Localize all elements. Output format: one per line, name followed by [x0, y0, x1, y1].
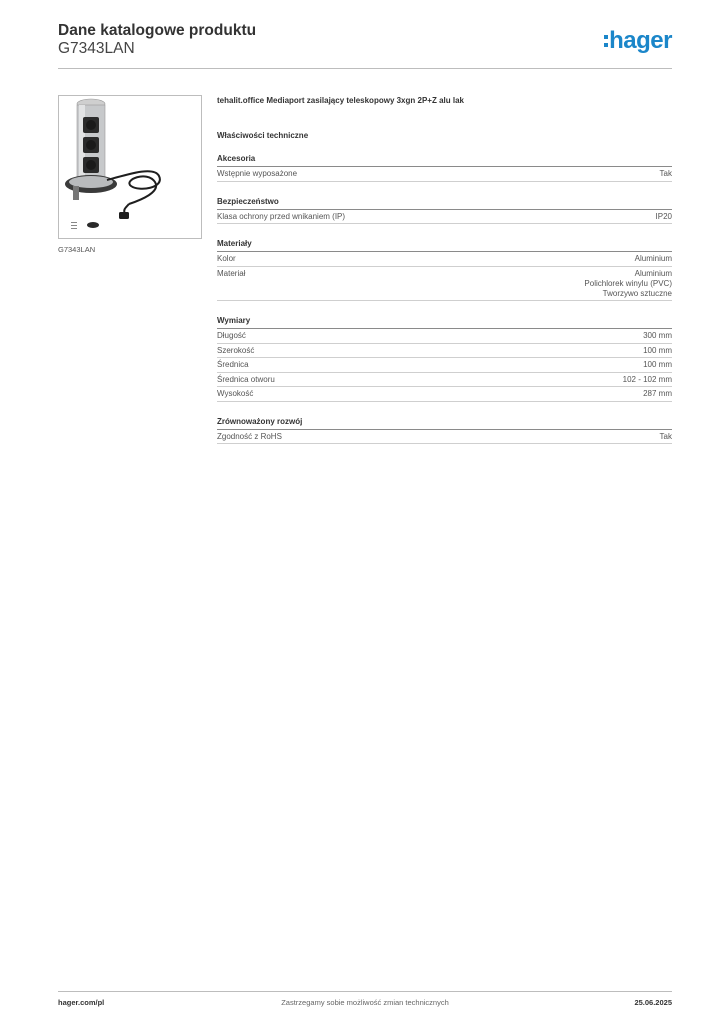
section-title: Zrównoważony rozwój [217, 417, 672, 430]
spec-value: Tak [660, 169, 672, 179]
page-footer: hager.com/pl Zastrzegamy sobie możliwość… [58, 998, 672, 1010]
footer-notice: Zastrzegamy sobie możliwość zmian techni… [281, 998, 449, 1007]
spec-label: Wysokość [217, 389, 254, 398]
spec-label: Kolor [217, 254, 236, 263]
spec-row: Średnica otworu 102 - 102 mm [217, 373, 672, 387]
spec-value-line: Tworzywo sztuczne [602, 288, 672, 298]
spec-value: IP20 [656, 212, 672, 222]
spec-value-line: Aluminium [634, 254, 672, 263]
spec-row: Średnica 100 mm [217, 358, 672, 373]
spec-row: Zgodność z RoHS Tak [217, 430, 672, 444]
spec-value: Tak [660, 432, 672, 442]
spec-value: 102 - 102 mm [623, 375, 672, 385]
spec-value-line: 100 mm [643, 360, 672, 369]
spec-row: Długość 300 mm [217, 329, 672, 344]
section-title: Materiały [217, 239, 672, 252]
product-image [58, 95, 202, 239]
spec-value: 300 mm [643, 331, 672, 341]
spec-value-line: Aluminium [634, 268, 672, 278]
spec-label: Szerokość [217, 345, 255, 355]
spec-label: Wstępnie wyposażone [217, 169, 298, 178]
spec-value: Aluminium [635, 254, 672, 264]
spec-value-line: 100 mm [643, 345, 672, 355]
product-description: tehalit.office Mediaport zasilający tele… [217, 96, 464, 105]
spec-value-line: Polichlorek winylu (PVC) [584, 278, 672, 288]
spec-label: Klasa ochrony przed wnikaniem (IP) [217, 211, 346, 221]
spec-label: Zgodność z RoHS [217, 431, 282, 441]
header-divider [58, 68, 672, 69]
logo-text: hager [609, 27, 672, 54]
spec-value-line: Tak [659, 431, 672, 441]
spec-label: Średnica [217, 360, 249, 369]
spec-value-line: 287 mm [643, 389, 672, 398]
section-title: Bezpieczeństwo [217, 197, 672, 210]
spec-value-line: Tak [659, 169, 672, 178]
spec-row: Kolor Aluminium [217, 252, 672, 267]
spec-value: 100 mm [643, 346, 672, 356]
tech-properties-heading: Właściwości techniczne [217, 131, 309, 140]
footer-date: 25.06.2025 [634, 998, 672, 1007]
page-header: Dane katalogowe produktu G7343LAN hager [58, 22, 672, 68]
spec-value: 287 mm [643, 389, 672, 399]
spec-value-line: IP20 [655, 211, 672, 221]
footer-website-link[interactable]: hager.com/pl [58, 998, 105, 1007]
spec-row: Klasa ochrony przed wnikaniem (IP) IP20 [217, 210, 672, 224]
spec-row: Szerokość 100 mm [217, 344, 672, 358]
hager-logo: hager [604, 28, 672, 54]
image-caption: G7343LAN [58, 245, 96, 254]
product-details: tehalit.office Mediaport zasilający tele… [217, 96, 672, 444]
spec-row: Wysokość 287 mm [217, 387, 672, 402]
section-title: Wymiary [217, 316, 672, 329]
spec-value: 100 mm [643, 360, 672, 370]
spec-value-line: 300 mm [643, 331, 672, 340]
spec-label: Materiał [217, 268, 246, 278]
product-code: G7343LAN [58, 40, 135, 57]
mediaport-illustration-icon [65, 98, 161, 229]
section-title: Akcesoria [217, 154, 672, 167]
document-title: Dane katalogowe produktu [58, 22, 257, 39]
logo-dots-icon [604, 31, 609, 51]
footer-divider [58, 991, 672, 992]
spec-row: Wstępnie wyposażone Tak [217, 167, 672, 182]
spec-label: Średnica otworu [217, 374, 275, 384]
spec-value-line: 102 - 102 mm [622, 374, 672, 384]
spec-label: Długość [217, 331, 246, 340]
